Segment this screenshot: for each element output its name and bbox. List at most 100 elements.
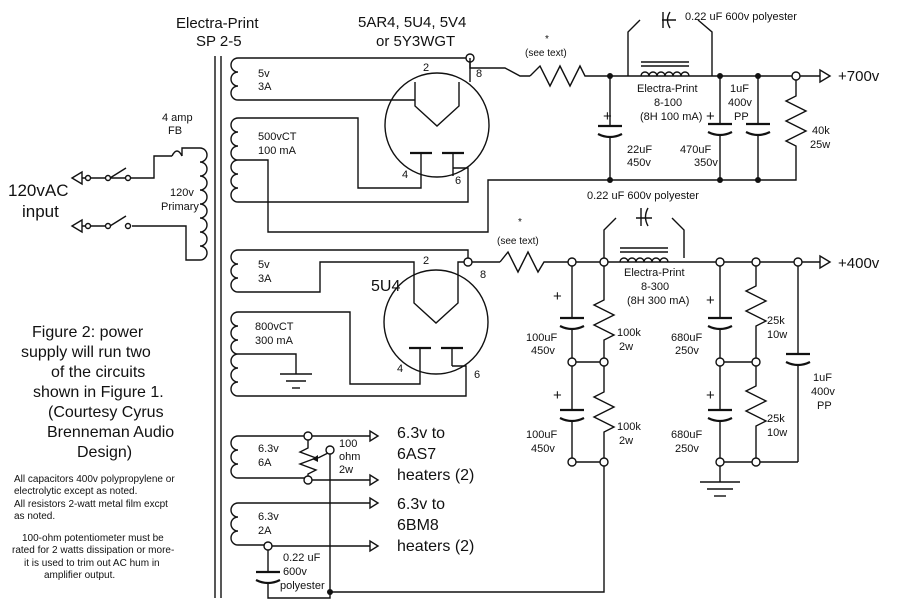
node-400-mid-d xyxy=(751,357,761,367)
node-400-a xyxy=(567,257,577,267)
pin-top-4: 4 xyxy=(402,169,408,181)
output-400v: +400v xyxy=(838,255,880,272)
c680b-line1: 680uF xyxy=(671,429,702,441)
pot-wiper-arrow xyxy=(312,455,318,462)
r25kb-line2: 10w xyxy=(767,427,787,439)
fil-bot-terminal xyxy=(463,257,473,267)
pot-line2: ohm xyxy=(339,451,360,463)
r25kb-line1: 25k xyxy=(767,413,785,425)
switch-bot-contact xyxy=(104,222,112,230)
input-label-line2: input xyxy=(22,202,59,221)
supply-700: + + xyxy=(529,11,832,183)
note-8: amplifier output. xyxy=(44,570,115,581)
c680b-polarity: + xyxy=(706,387,715,404)
pin-bot-4: 4 xyxy=(397,363,403,375)
node-400-e xyxy=(793,257,803,267)
arrow-mains-bot xyxy=(70,218,83,234)
node-400-bot-r xyxy=(599,457,609,467)
pin-bot-6: 6 xyxy=(474,369,480,381)
heater-w1-amps: 6A xyxy=(258,457,272,469)
mains-hot-wire xyxy=(132,147,200,179)
node-700-d xyxy=(791,71,801,81)
choke-400-coil xyxy=(619,257,669,263)
choke-700-coil xyxy=(640,71,690,77)
caption-line-4: shown in Figure 1. xyxy=(33,384,164,401)
r100ka xyxy=(592,266,616,358)
switch-top-contact xyxy=(104,174,112,182)
fil-bot-amps: 3A xyxy=(258,273,272,285)
heater-cap-line1: 0.22 uF xyxy=(283,552,321,564)
heater-w2-volts: 6.3v xyxy=(258,511,279,523)
heater2-node xyxy=(263,541,273,551)
tube-bot-filament xyxy=(413,280,459,324)
terminal-top xyxy=(84,174,92,182)
winding-bot-5v xyxy=(230,249,239,293)
heater-out1-line1: 6.3v to xyxy=(397,425,445,442)
node-400-d xyxy=(751,257,761,267)
winding-heater-6a xyxy=(230,435,239,479)
rectifier-bot xyxy=(238,249,500,397)
fil-bot-lead-a xyxy=(238,249,469,280)
winding-800vct xyxy=(230,311,239,397)
output-700v: +700v xyxy=(838,68,880,85)
node-700-gnd-a xyxy=(607,177,613,183)
fil-top-lead-a xyxy=(238,57,471,82)
bypass-400-cap-b xyxy=(644,207,649,227)
notes: All capacitors 400v polypropylene or ele… xyxy=(12,474,175,581)
hv-bot-lead-a xyxy=(238,311,421,385)
tube-top-filament xyxy=(414,82,460,127)
c100b-line2: 450v xyxy=(531,443,555,455)
node-700-c xyxy=(755,73,761,79)
note-7: it is used to trim out AC hum in xyxy=(24,558,160,569)
arrow-mains-top xyxy=(70,170,83,186)
note-4: as noted. xyxy=(14,511,55,522)
note-1: All capacitors 400v polypropylene or xyxy=(14,474,175,485)
rectifier-top-tube-line1: 5AR4, 5U4, 5V4 xyxy=(358,14,466,31)
node-400-b xyxy=(599,257,609,267)
heater-out1-line2: 6AS7 xyxy=(397,446,436,463)
r40k xyxy=(720,80,808,181)
bypass-400-label: 0.22 uF 600v polyester xyxy=(587,190,699,202)
c100a-line1: 100uF xyxy=(526,332,557,344)
c470-line1: 470uF xyxy=(680,144,711,156)
c100a-line2: 450v xyxy=(531,345,555,357)
heater-out1-line3: heaters (2) xyxy=(397,467,474,484)
heater-cap-line3: polyester xyxy=(280,580,325,592)
rect-top-output-lead xyxy=(469,58,530,77)
r40k-line2: 25w xyxy=(810,139,830,151)
heater-cap-line2: 600v xyxy=(283,566,307,578)
note-6: rated for 2 watts dissipation or more- xyxy=(12,545,174,556)
r25ka-line2: 10w xyxy=(767,329,787,341)
choke-700-bypass-wire xyxy=(627,19,713,76)
fil-bot-volts: 5v xyxy=(258,259,270,271)
fil-top-amps: 3A xyxy=(258,81,272,93)
heater-out2-line2: 6BM8 xyxy=(397,517,439,534)
arrow-heater2-b xyxy=(369,539,380,553)
tube-bot-envelope xyxy=(383,269,489,375)
heater1-node-a xyxy=(303,431,313,441)
note-3: All resistors 2-watt metal film excpt xyxy=(14,499,168,510)
fil-top-volts: 5v xyxy=(258,68,270,80)
arrow-heater2-a xyxy=(369,496,380,510)
choke-400-line3: (8H 300 mA) xyxy=(627,295,689,307)
hv-bot-centertap xyxy=(238,353,297,374)
pin-bot-8: 8 xyxy=(480,269,486,281)
c680a-polarity: + xyxy=(706,292,715,309)
r400-star: * xyxy=(518,217,522,228)
choke-400-line2: 8-300 xyxy=(641,281,669,293)
c470-line2: 350v xyxy=(694,157,718,169)
fuse-type: FB xyxy=(168,125,182,137)
primary-voltage: 120v xyxy=(170,187,194,199)
pin-top-6: 6 xyxy=(455,175,461,187)
heater-bias-wire xyxy=(329,452,605,593)
pin-top-2: 2 xyxy=(423,62,429,74)
heater-w2-amps: 2A xyxy=(258,525,272,537)
switch-bot-contact-b xyxy=(124,222,132,230)
hum-pot xyxy=(298,440,318,478)
fil-bot-lead-b xyxy=(238,261,415,293)
c1uf-400-line2: 400v xyxy=(811,386,835,398)
bypass-700-cap-b xyxy=(666,11,671,29)
note-2: electrolytic except as noted. xyxy=(14,486,137,497)
heater-return-node xyxy=(327,589,333,595)
